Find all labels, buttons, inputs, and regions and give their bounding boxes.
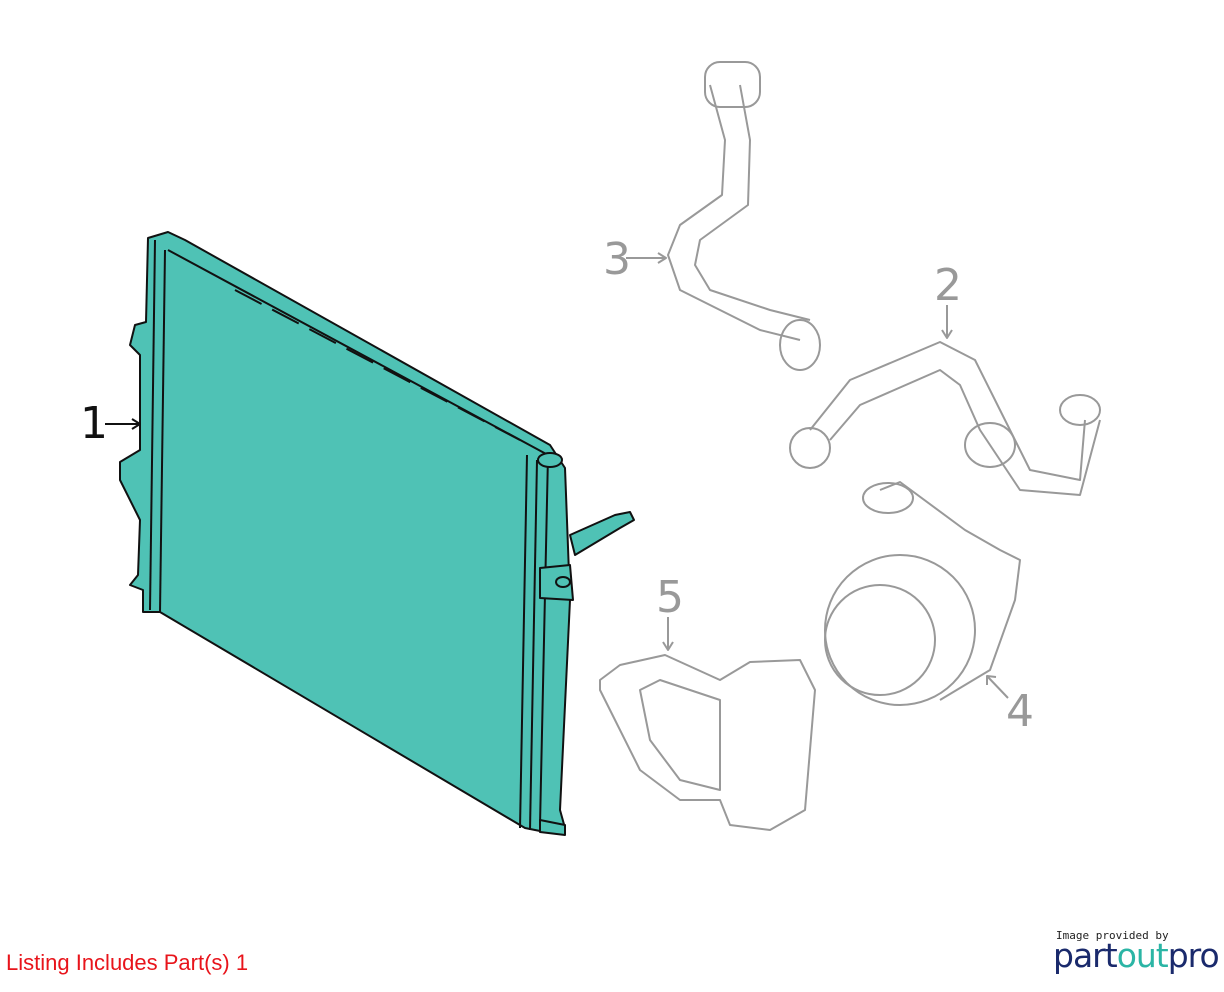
callout-4[interactable]: 4: [1006, 686, 1034, 737]
hose-part-2[interactable]: [789, 341, 1101, 496]
logo-part: part: [1053, 936, 1118, 975]
listing-includes-text: Listing Includes Part(s) 1: [6, 950, 249, 975]
hose-part-3[interactable]: [667, 61, 821, 371]
logo-out: out: [1116, 936, 1169, 975]
pump-part-4[interactable]: [824, 481, 1021, 706]
callout-2[interactable]: 2: [934, 260, 962, 311]
image-credit-caption: Image provided by: [1056, 929, 1169, 942]
partoutpro-logo: partoutpro: [1053, 936, 1220, 975]
logo-pro: pro: [1167, 936, 1220, 975]
callout-3[interactable]: 3: [603, 234, 631, 285]
callout-1[interactable]: 1: [80, 398, 108, 449]
callout-5[interactable]: 5: [656, 572, 684, 623]
radiator-part-1[interactable]: [119, 231, 635, 836]
bracket-part-5[interactable]: [599, 654, 816, 831]
